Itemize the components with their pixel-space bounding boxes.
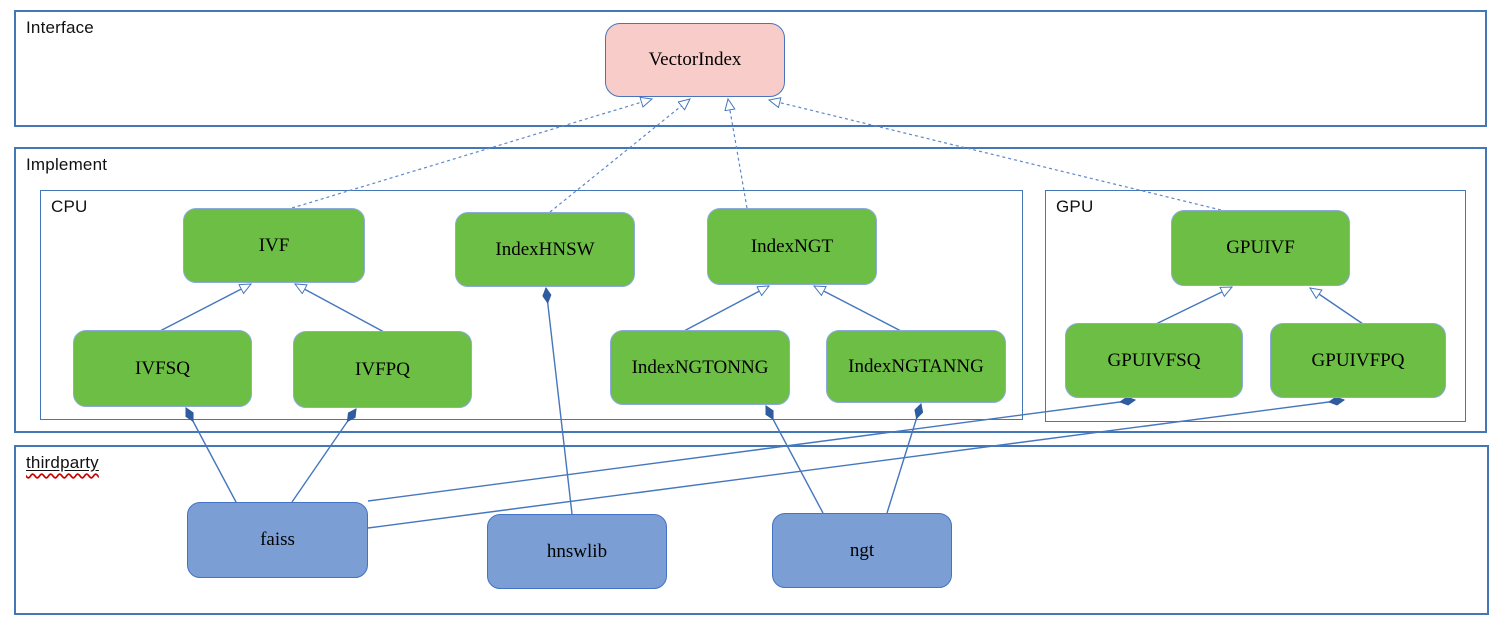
edge-indexhnsw-to-vectorindex bbox=[549, 99, 690, 213]
container-thirdparty-label: thirdparty bbox=[26, 453, 99, 473]
node-vectorindex-label: VectorIndex bbox=[648, 49, 742, 70]
node-ivfsq-label: IVFSQ bbox=[135, 357, 190, 379]
node-faiss-label: faiss bbox=[260, 529, 295, 550]
node-gpuivfsq: GPUIVFSQ bbox=[1065, 323, 1243, 398]
container-thirdparty-label-text: thirdparty bbox=[26, 453, 99, 472]
node-indexngt: IndexNGT bbox=[707, 208, 877, 285]
node-ngt-label: ngt bbox=[849, 539, 875, 561]
node-indexhnsw-label: IndexHNSW bbox=[495, 238, 595, 260]
node-indexngtanng: IndexNGTANNG bbox=[826, 330, 1006, 403]
edge-ngt-to-indexngtanng bbox=[886, 404, 921, 514]
edge-gpuivfpq-to-gpuivf bbox=[1310, 288, 1364, 325]
node-gpuivfsq-label: GPUIVFSQ bbox=[1107, 349, 1201, 371]
edge-faiss-to-ivfsq bbox=[185, 408, 237, 503]
node-gpuivf-label: GPUIVF bbox=[1226, 237, 1295, 258]
edge-hnswlib-to-indexhnsw bbox=[546, 288, 573, 515]
node-indexngtanng-label: IndexNGTANNG bbox=[848, 355, 984, 377]
container-gpu: GPU bbox=[1045, 190, 1466, 422]
edge-indexngt-to-vectorindex bbox=[728, 99, 748, 209]
container-cpu: CPU bbox=[40, 190, 1023, 420]
container-thirdparty: thirdparty bbox=[14, 445, 1489, 615]
edge-ivfpq-to-ivf bbox=[295, 283, 385, 333]
edge-indexngtonng-to-indexngt bbox=[683, 285, 769, 332]
node-ivfpq: IVFPQ bbox=[293, 331, 472, 408]
node-gpuivf: GPUIVF bbox=[1171, 210, 1350, 286]
node-indexhnsw: IndexHNSW bbox=[455, 212, 635, 287]
node-ngt: ngt bbox=[772, 513, 952, 588]
node-ivf: IVF bbox=[183, 208, 365, 283]
node-hnswlib-label: hnswlib bbox=[546, 540, 608, 562]
edge-gpuivf-to-vectorindex bbox=[769, 100, 1222, 211]
node-ivfsq: IVFSQ bbox=[73, 330, 252, 407]
edge-indexngtanng-to-indexngt bbox=[814, 285, 902, 332]
container-implement-label: Implement bbox=[26, 155, 108, 174]
edge-faiss-to-ivfpq bbox=[291, 409, 356, 503]
container-interface: Interface bbox=[14, 10, 1487, 127]
container-interface-label: Interface bbox=[26, 18, 94, 37]
node-indexngtonng-label: IndexNGTONNG bbox=[631, 356, 769, 378]
edge-ivfsq-to-ivf bbox=[159, 283, 251, 332]
node-ivf-label: IVF bbox=[258, 234, 290, 256]
node-hnswlib: hnswlib bbox=[487, 514, 667, 589]
container-cpu-label: CPU bbox=[51, 197, 88, 216]
node-indexngtonng: IndexNGTONNG bbox=[610, 330, 790, 405]
edge-ngt-to-indexngtonng bbox=[765, 406, 824, 514]
container-implement: Implement bbox=[14, 147, 1487, 433]
edge-ivf-to-vectorindex bbox=[291, 99, 652, 209]
edge-gpuivfsq-to-gpuivf bbox=[1155, 286, 1232, 325]
container-gpu-label: GPU bbox=[1056, 197, 1094, 216]
node-vectorindex: VectorIndex bbox=[605, 23, 785, 97]
node-faiss: faiss bbox=[187, 502, 368, 578]
node-gpuivfpq: GPUIVFPQ bbox=[1270, 323, 1446, 398]
node-ivfpq-label: IVFPQ bbox=[355, 358, 410, 380]
edge-faiss-to-gpuivfpq bbox=[367, 400, 1344, 529]
node-gpuivfpq-label: GPUIVFPQ bbox=[1311, 349, 1405, 371]
edge-faiss-to-gpuivfsq bbox=[367, 400, 1135, 502]
node-indexngt-label: IndexNGT bbox=[750, 235, 834, 257]
